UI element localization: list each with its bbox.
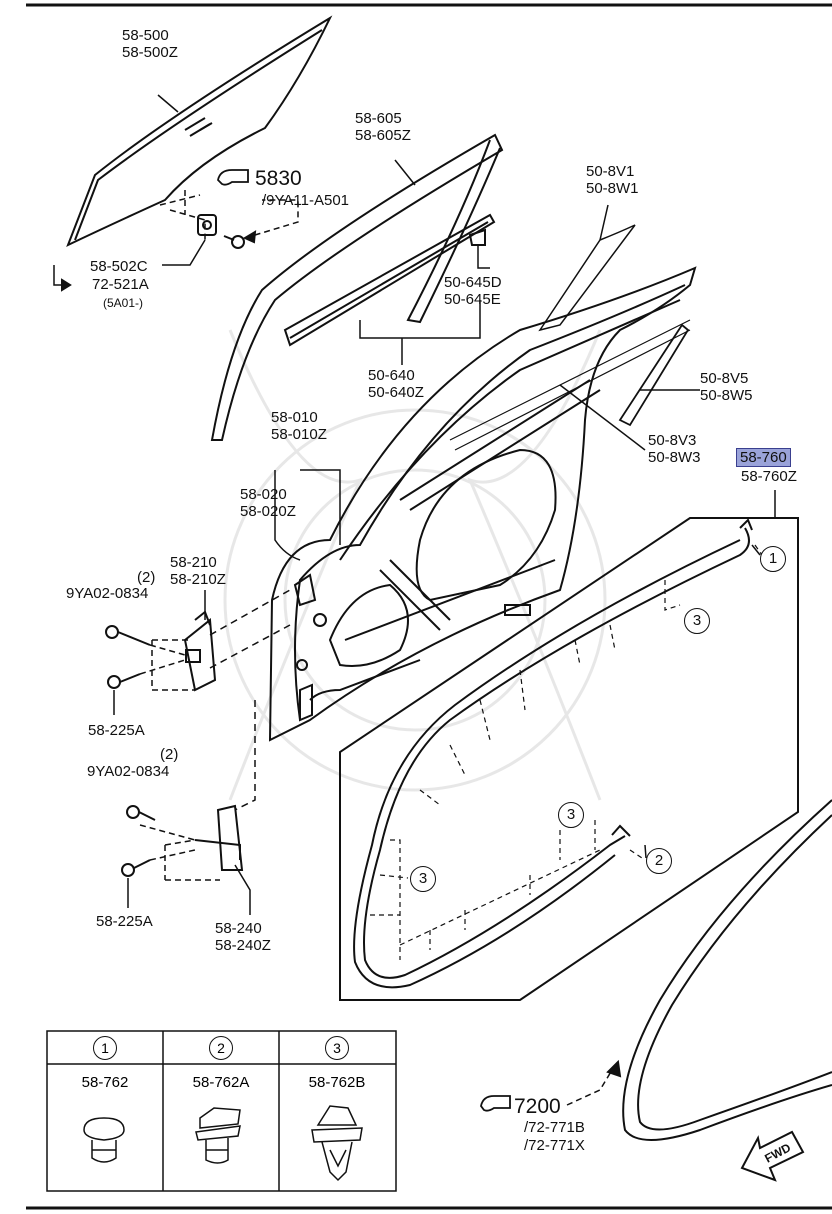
label-bracket-ref2: (5A01-)	[103, 296, 144, 310]
door-shell	[268, 266, 697, 742]
legend-num-3: 3	[325, 1036, 349, 1060]
door-weatherstrip	[353, 518, 763, 989]
label-ref-5830: 5830	[255, 167, 302, 190]
clip-3-icon	[311, 1105, 363, 1182]
label-bolt-top-qty: (2)	[137, 569, 156, 586]
label-weatherstrip-sub: 58-760Z	[741, 468, 797, 485]
label-bolt-top: 9YA02-0834	[66, 585, 149, 602]
label-bolt-bottom: 9YA02-0834	[87, 763, 170, 780]
legend-part-1: 58-762	[81, 1074, 129, 1091]
label-ref-5830-sub: /9YA11-A501	[262, 192, 350, 209]
lower-hinge	[121, 700, 256, 881]
ref-7200-pointer-icon	[480, 1095, 511, 1112]
label-nut-bottom: 58-225A	[96, 913, 153, 930]
molding-upper	[538, 224, 636, 332]
callout-1: 1	[760, 546, 786, 572]
molding-v5	[618, 323, 690, 427]
clip-legend-table	[46, 1030, 397, 1192]
label-glass-bracket: 58-502C	[90, 258, 148, 275]
window-channel	[210, 133, 504, 441]
label-nut-top: 58-225A	[88, 722, 145, 739]
belt-weatherstrip	[283, 213, 496, 347]
label-weatherstrip-highlight[interactable]: 58-760	[736, 448, 791, 467]
label-ref-7200-sub1: /72-771B	[524, 1119, 585, 1136]
door-glass	[66, 15, 333, 247]
legend-part-2: 58-762A	[192, 1074, 250, 1091]
upper-hinge	[105, 589, 291, 692]
clip-2-icon	[195, 1107, 241, 1164]
callout-3-upper: 3	[684, 608, 710, 634]
glass-bracket	[159, 190, 299, 249]
legend-num-1: 1	[93, 1036, 117, 1060]
legend-part-3: 58-762B	[308, 1074, 366, 1091]
label-bolt-bottom-qty: (2)	[160, 746, 179, 763]
opening-weatherstrip	[622, 799, 832, 1141]
callout-2: 2	[646, 848, 672, 874]
label-bracket-ref: 72-521A	[92, 276, 149, 293]
callout-3-middle: 3	[558, 802, 584, 828]
weatherstrip-box	[339, 490, 799, 1001]
label-ref-7200: 7200	[514, 1095, 561, 1118]
fwd-arrow-icon	[740, 1130, 805, 1182]
clip-1-icon	[83, 1117, 125, 1163]
label-ref-7200-sub2: /72-771X	[524, 1137, 585, 1154]
callout-3-left: 3	[410, 866, 436, 892]
legend-num-2: 2	[209, 1036, 233, 1060]
ref-5830-pointer-icon	[217, 169, 249, 186]
